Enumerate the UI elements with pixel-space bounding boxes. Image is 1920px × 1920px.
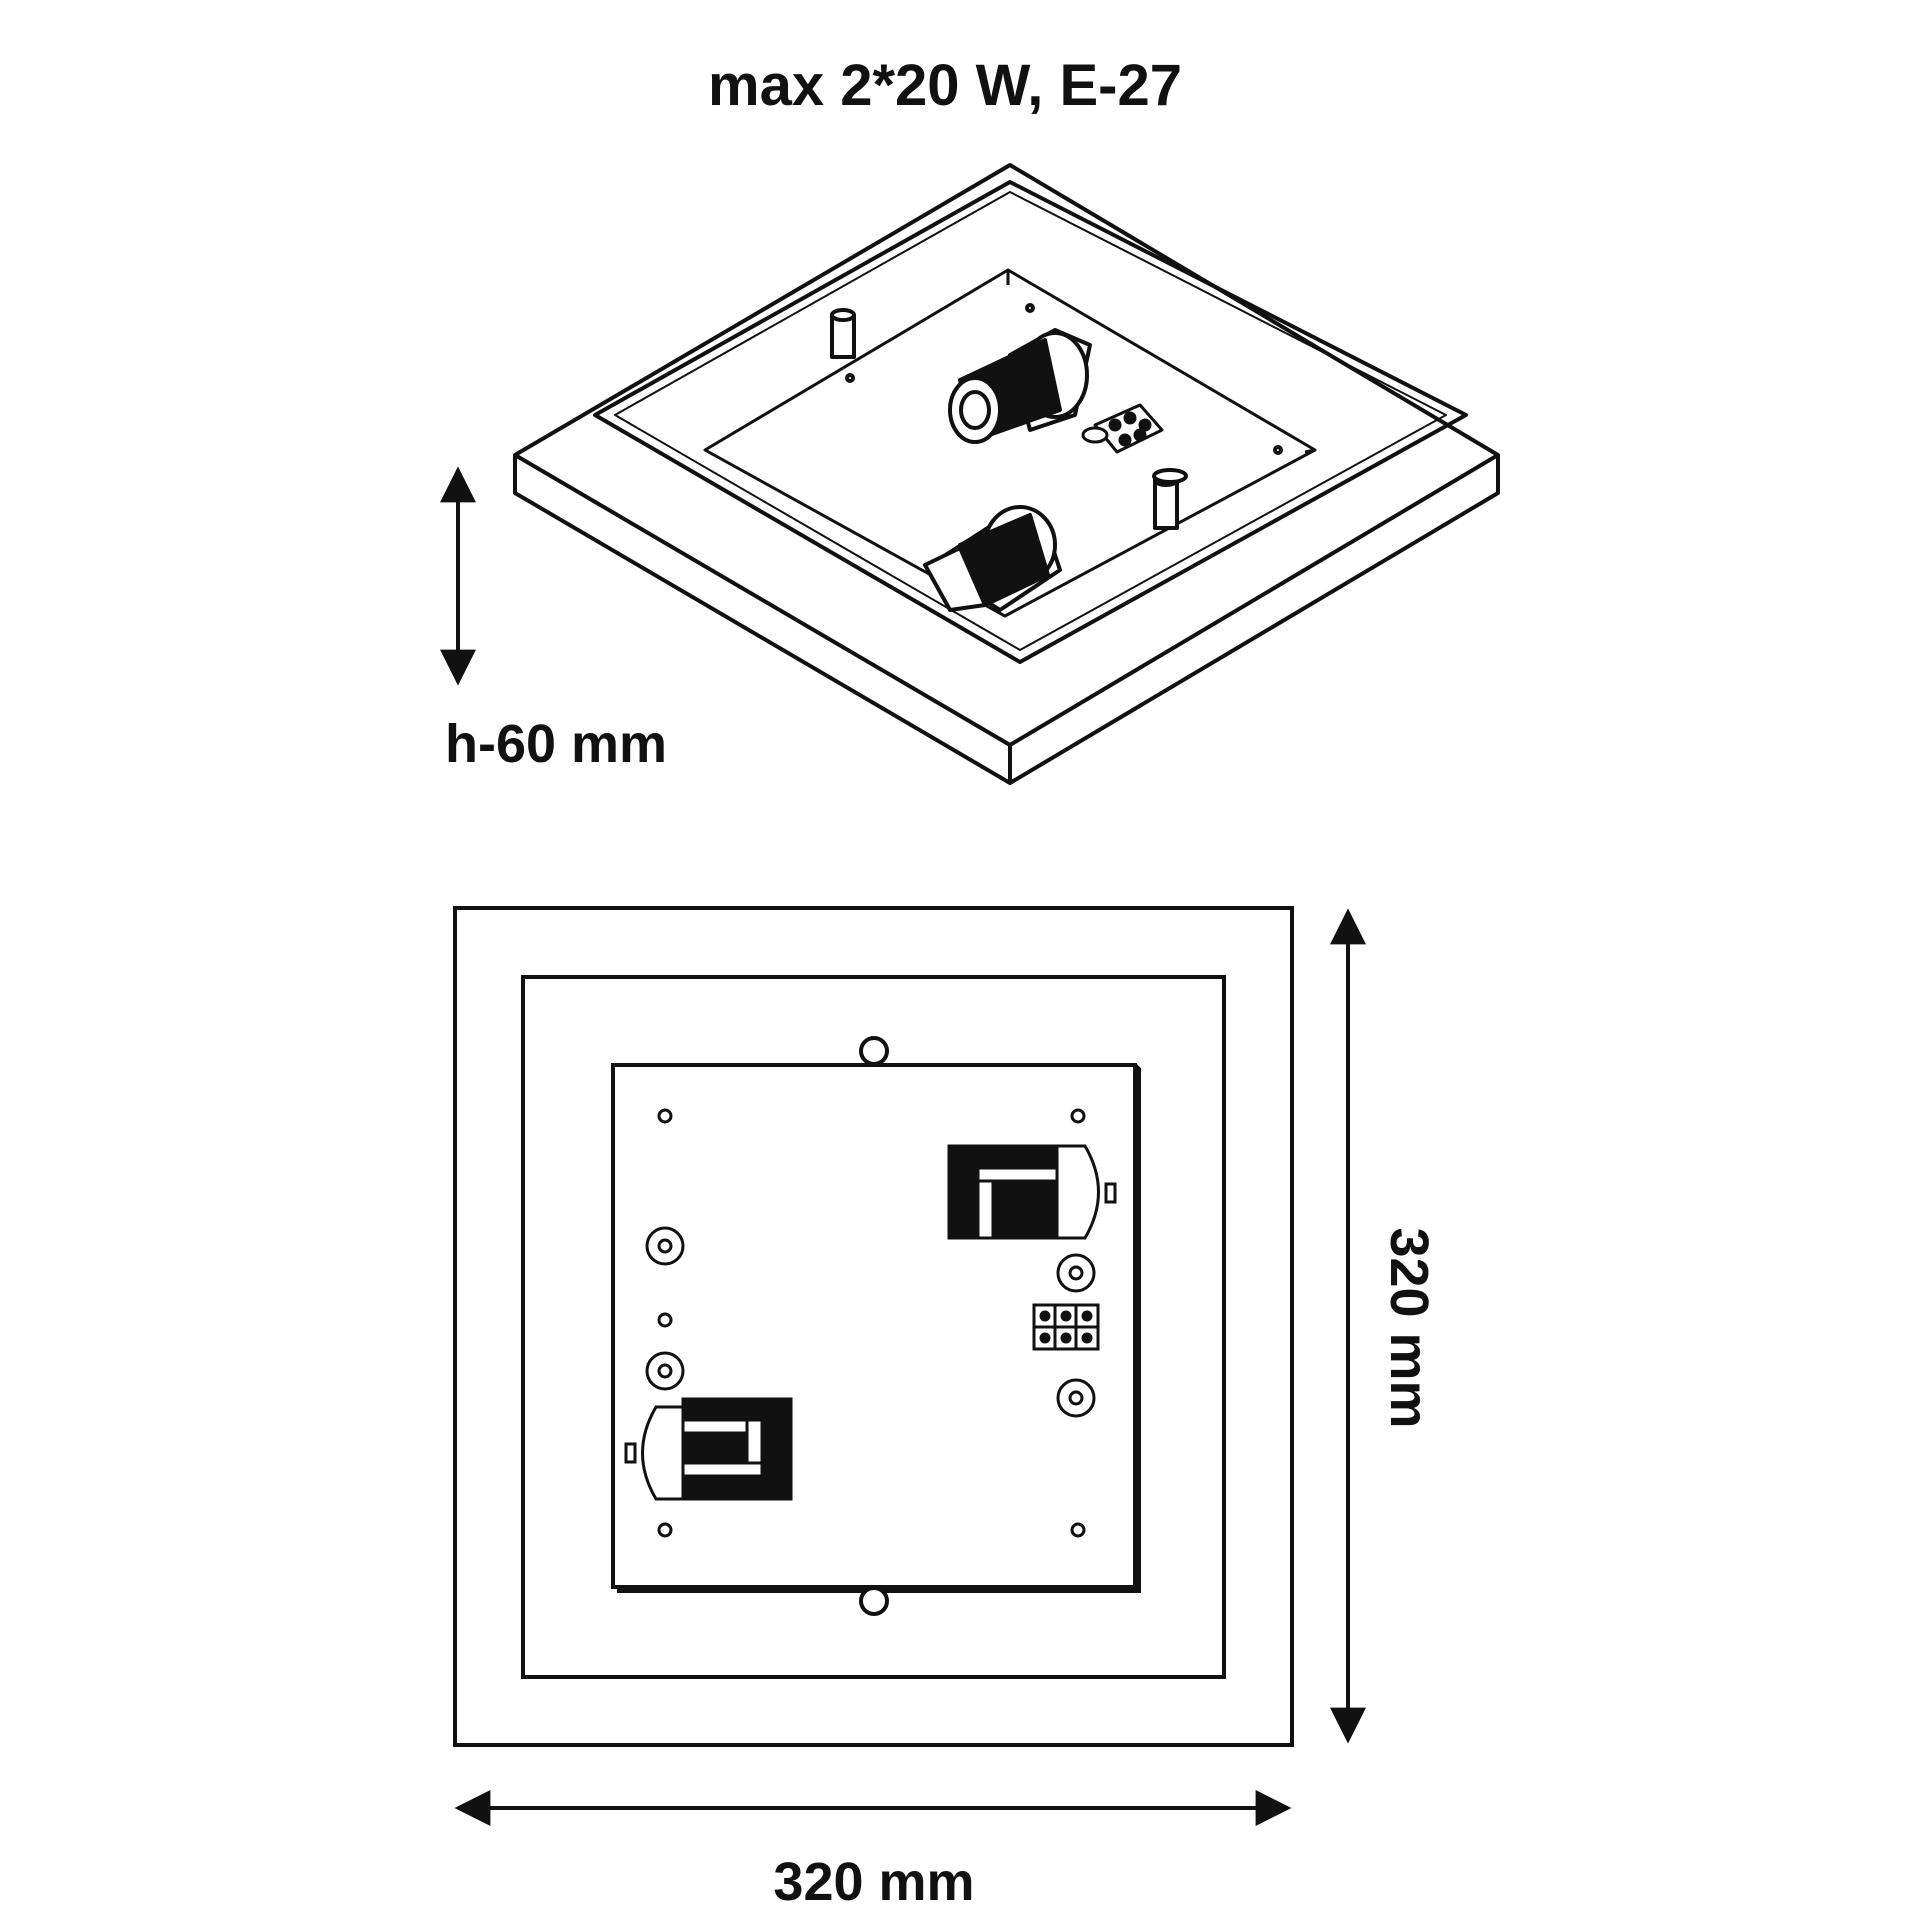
lamp-socket-icon (948, 328, 1092, 444)
post-icon (1152, 468, 1188, 530)
screw-hole-icon (845, 373, 855, 383)
keyhole-icon (859, 1586, 889, 1616)
post-icon (645, 1351, 685, 1391)
lamp-socket-icon (947, 1144, 1117, 1240)
screw-hole-icon (1070, 1522, 1086, 1538)
outer-plate (453, 906, 1294, 1747)
width-label: 320 mm (773, 1852, 974, 1912)
post-icon (645, 1226, 685, 1266)
screw-hole-icon (657, 1312, 673, 1328)
screw-hole-icon (1025, 303, 1035, 313)
inner-frame (521, 975, 1226, 1679)
height-label: h-60 mm (445, 714, 667, 774)
lamp-socket-icon (624, 1397, 793, 1501)
post-icon (1056, 1378, 1096, 1418)
iso-mounting-plate-fold (1006, 270, 1316, 454)
iso-inner-frame-edge (614, 191, 1447, 651)
terminal-block-icon (1081, 403, 1164, 454)
screw-holes (657, 1108, 1086, 1538)
terminal-block-icon (1032, 1303, 1100, 1351)
depth-label: 320 mm (1379, 1227, 1439, 1428)
post-icon (1056, 1253, 1096, 1293)
diagram-title: max 2*20 W, E-27 (708, 53, 1182, 118)
top-view (453, 906, 1294, 1747)
post-icon (830, 308, 856, 359)
isometric-view (513, 163, 1500, 785)
screw-hole-icon (657, 1108, 673, 1124)
post-holes (645, 1226, 1096, 1418)
iso-inner-frame (593, 180, 1468, 664)
lamp-socket-icon (923, 505, 1062, 612)
screw-hole-icon (1273, 445, 1283, 455)
keyhole-icon (859, 1036, 889, 1066)
screw-hole-icon (657, 1522, 673, 1538)
iso-mounting-plate (703, 268, 1317, 618)
screw-hole-icon (1070, 1108, 1086, 1124)
